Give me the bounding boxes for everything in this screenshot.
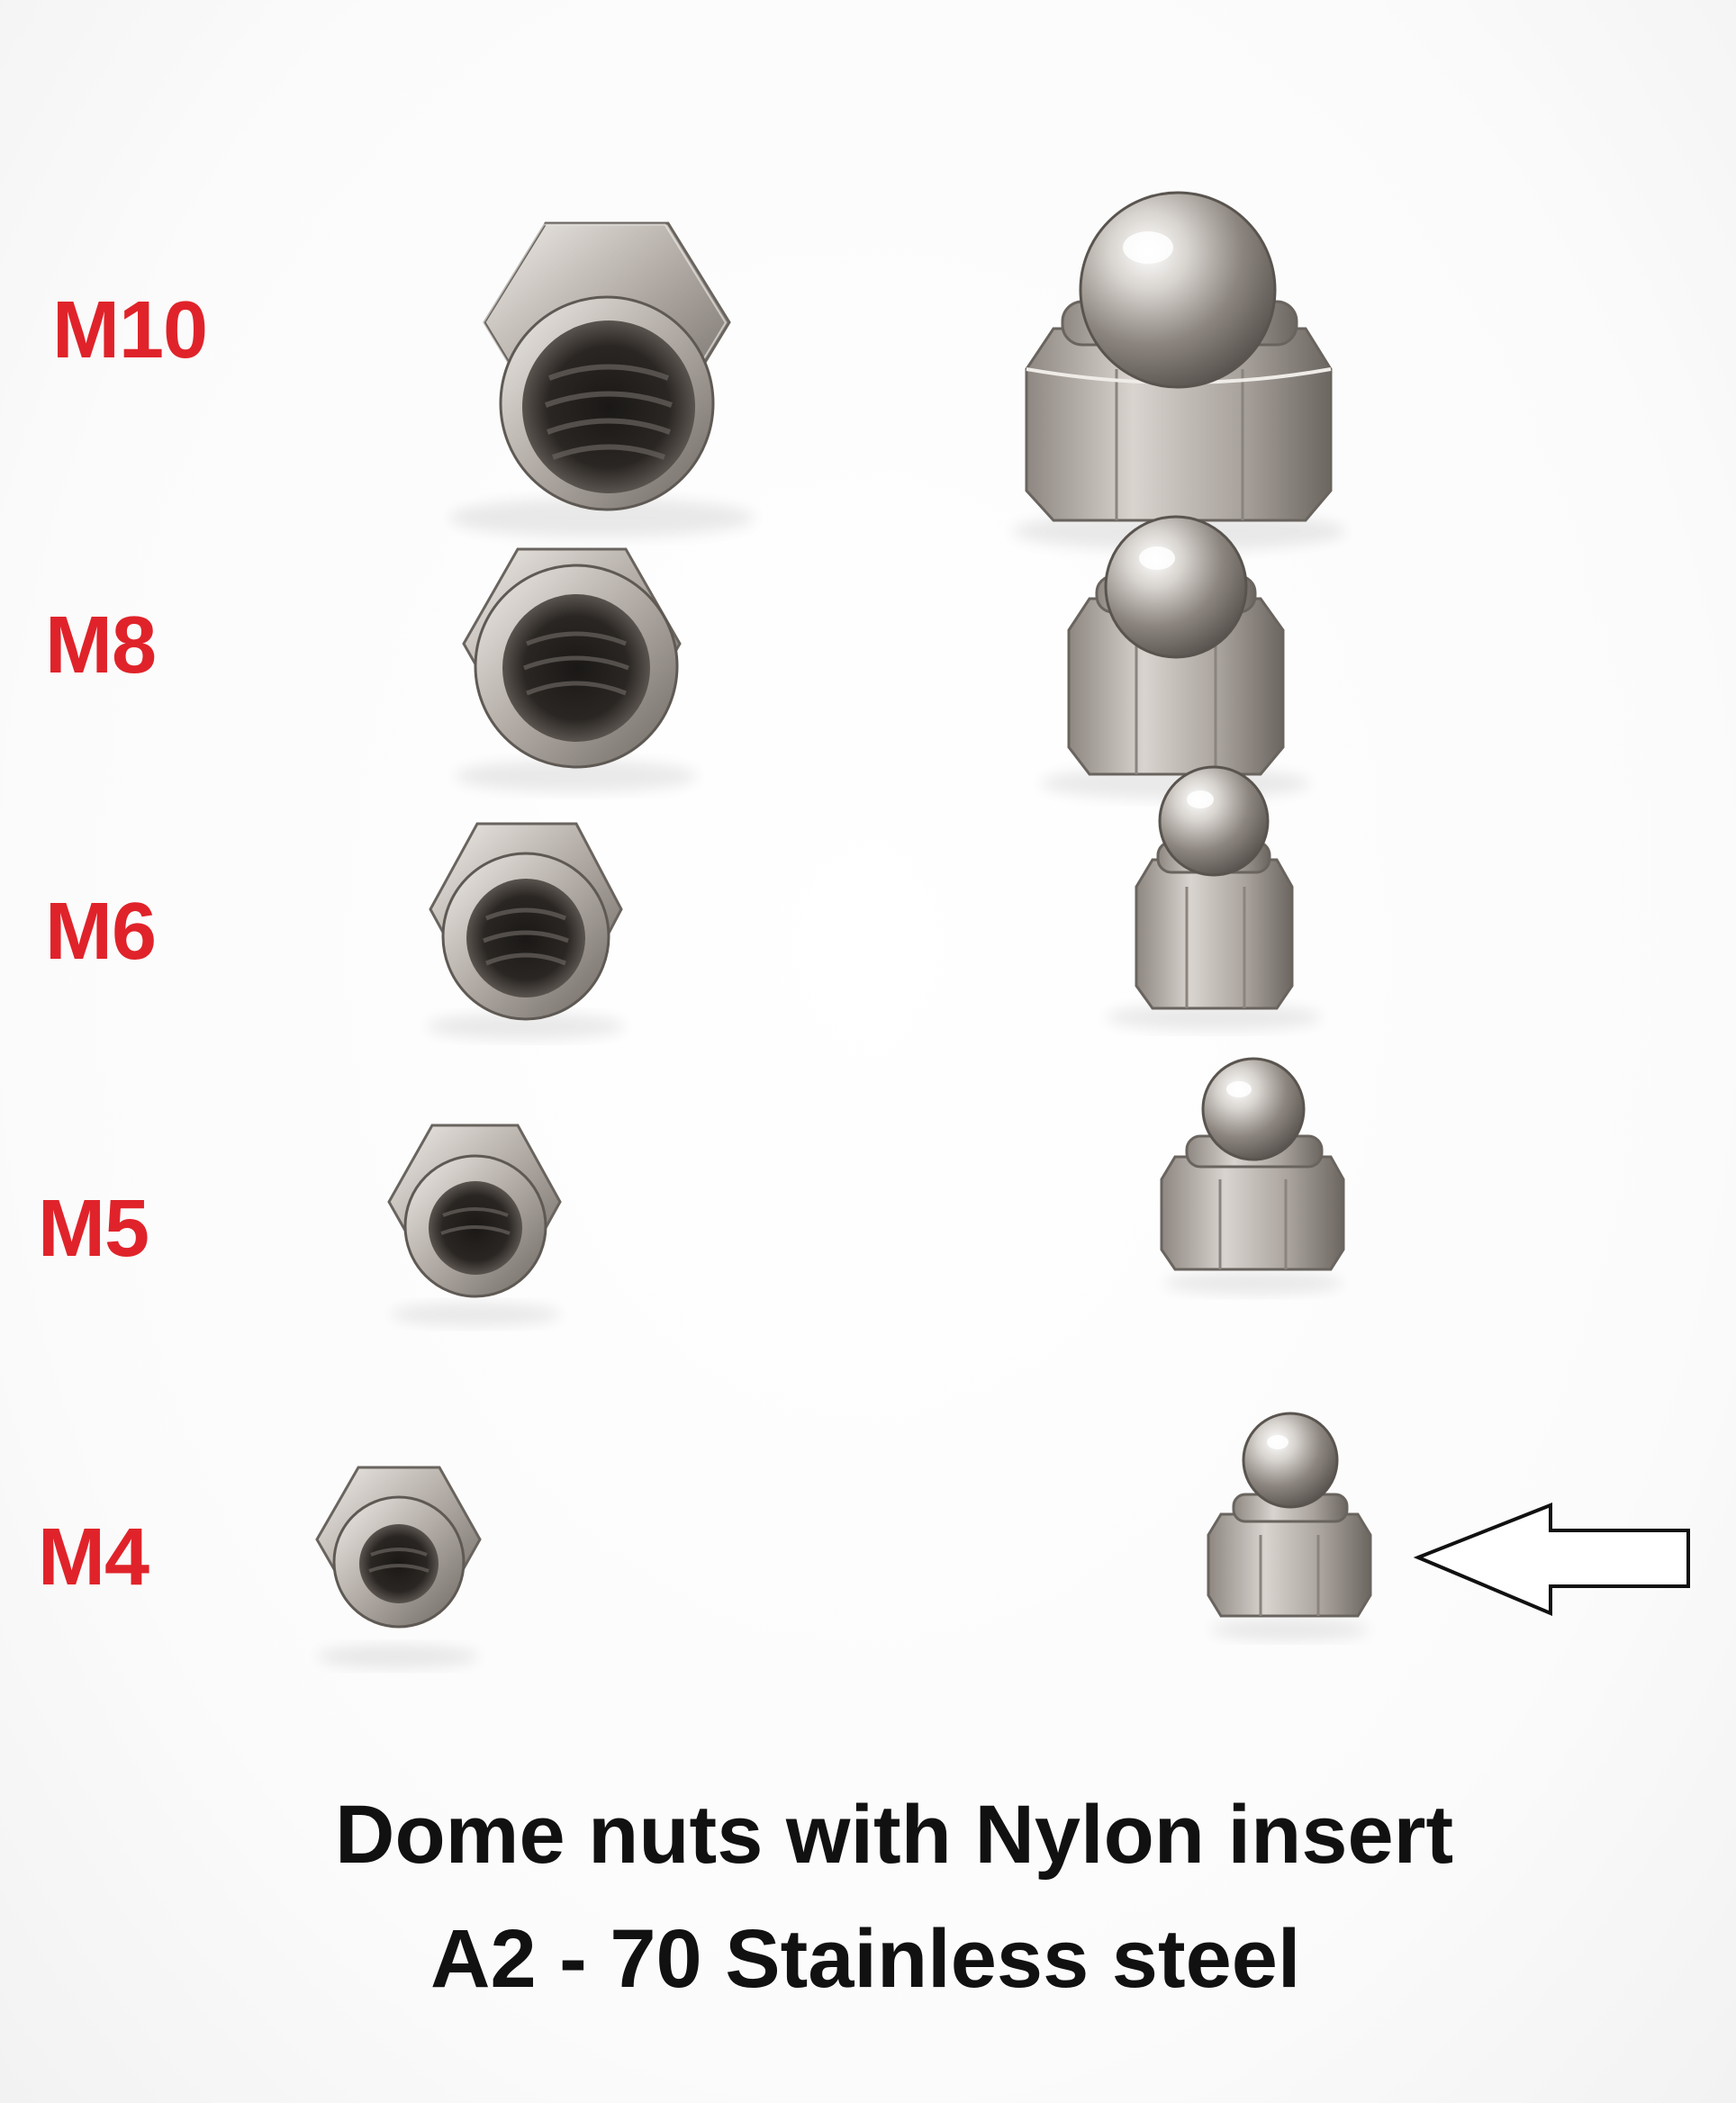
arrow-left-icon <box>1413 1503 1690 1617</box>
dome-nut-m8 <box>1040 515 1310 799</box>
size-label-m8: M8 <box>45 600 157 690</box>
size-label-m6: M6 <box>45 887 157 977</box>
size-label-m10: M10 <box>52 285 208 375</box>
size-label-m5: M5 <box>38 1184 149 1274</box>
nut-m10-front <box>448 221 755 537</box>
nut-m8-front <box>455 547 698 792</box>
caption-line-1: Dome nuts with Nylon insert <box>335 1789 1454 1881</box>
nut-m5-front <box>387 1124 562 1326</box>
nut-m4-front <box>315 1466 482 1668</box>
nut-m6-front <box>427 822 625 1040</box>
caption-line-2: A2 - 70 Stainless steel <box>430 1913 1301 2005</box>
dome-nut-m5 <box>1160 1057 1345 1295</box>
dome-nut-m10 <box>1013 191 1346 551</box>
dome-nut-m4 <box>1207 1412 1372 1640</box>
size-label-m4: M4 <box>38 1512 149 1602</box>
dome-nut-m6 <box>1106 765 1322 1031</box>
